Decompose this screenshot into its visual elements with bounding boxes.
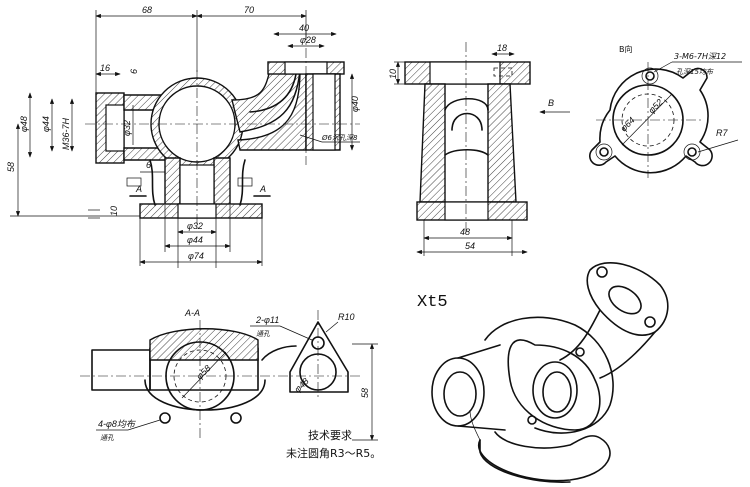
section-view-dimensions: 2-φ11 通孔 R10 φ58 φ48 58 4-φ8均布 通孔 — [96, 312, 378, 442]
dim-68: 68 — [142, 5, 152, 15]
dim-phi28: φ28 — [300, 35, 316, 45]
b-view: B向 — [589, 44, 713, 178]
part-code: Xt5 — [417, 293, 448, 312]
front-view-dimensions: 68 70 40 φ28 16 6 φ48 φ44 M36-7H φ32 φ40… — [6, 5, 360, 268]
dim-phi52: φ52 — [646, 97, 664, 115]
dim-54: 54 — [465, 241, 475, 251]
b-view-dimensions: 3-M6-7H深12 孔深15均布 φ64 φ52 R7 — [618, 52, 742, 153]
arrow-b-label: B — [548, 98, 554, 108]
tech-req-title: 技术要求 — [308, 429, 352, 442]
dim-through-hole-top: 通孔 — [256, 330, 271, 338]
side-view-dimensions: 18 10 48 54 B — [388, 43, 570, 256]
cut-mark-left: A — [135, 184, 142, 194]
cut-mark-right: A — [259, 184, 266, 194]
dim-58-section: 58 — [360, 388, 370, 398]
b-view-title: B向 — [619, 44, 633, 54]
dim-70: 70 — [244, 5, 254, 15]
dim-16: 16 — [100, 63, 110, 73]
isometric-view — [431, 262, 669, 483]
dim-6-top: 6 — [129, 69, 139, 74]
dim-phi44-base: φ44 — [187, 235, 203, 245]
dim-6-mid: 6 — [146, 160, 151, 170]
dim-phi48: φ48 — [19, 116, 29, 132]
dim-phi40: φ40 — [350, 96, 360, 112]
dim-phi74: φ74 — [188, 251, 204, 261]
dim-R10: R10 — [338, 312, 355, 322]
front-view: A A — [85, 30, 360, 232]
dim-40: 40 — [299, 23, 309, 33]
dim-hole-depth: 孔深15均布 — [676, 68, 714, 76]
dim-4-phi8: 4-φ8均布 — [98, 419, 137, 429]
dim-2-phi11: 2-φ11 — [255, 315, 279, 325]
tech-req-line: 未注圆角R3～R5。 — [286, 446, 381, 460]
dim-10-side: 10 — [388, 69, 398, 79]
dim-3-M6-7H: 3-M6-7H深12 — [674, 52, 726, 61]
section-title: A-A — [184, 308, 200, 318]
section-view: A-A — [80, 308, 360, 440]
dim-phi32-base: φ32 — [187, 221, 203, 231]
dim-10: 10 — [109, 206, 119, 216]
dim-48: 48 — [460, 227, 470, 237]
dim-18: 18 — [497, 43, 507, 53]
dim-phi44: φ44 — [41, 116, 51, 132]
dim-phi64: φ64 — [618, 115, 636, 133]
dim-58: 58 — [6, 162, 16, 172]
side-view — [404, 42, 531, 232]
dim-through-hole-bottom: 通孔 — [100, 434, 115, 442]
dim-phi58: φ58 — [194, 363, 212, 381]
dim-phi32-left: φ32 — [122, 120, 132, 136]
dim-R7: R7 — [716, 128, 728, 138]
dim-M36-7H: M36-7H — [61, 117, 71, 150]
note-counterbore: Ø6沉孔深8 — [321, 134, 358, 142]
